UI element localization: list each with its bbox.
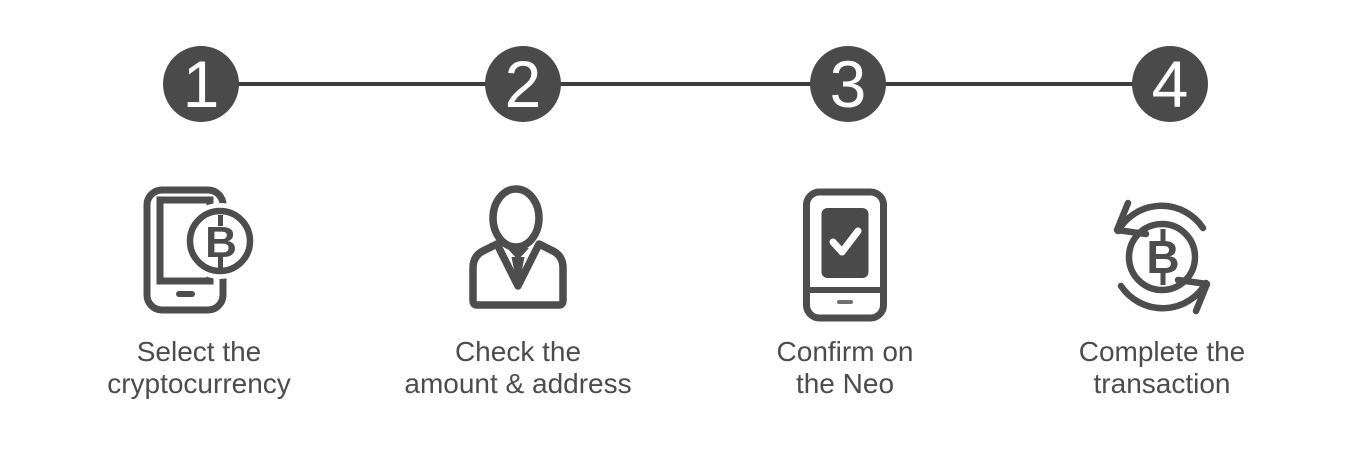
step-number-3: 3 — [829, 47, 867, 121]
checkmark-icon — [829, 227, 862, 256]
step-label-1-line2: cryptocurrency — [107, 368, 291, 399]
step-label-4-line2: transaction — [1093, 368, 1231, 399]
step-label-2-line1: Check the — [454, 336, 582, 367]
brand-mark — [837, 300, 853, 304]
step-circle-3: 3 — [810, 46, 886, 122]
step-label-1-line1: Select the — [136, 336, 262, 367]
device-checkmark-icon — [803, 188, 887, 322]
arrowhead-bottom-right — [1174, 276, 1211, 315]
bitcoin-refresh-icon: B — [1113, 199, 1211, 315]
step-label-4-line1: Complete the — [1078, 336, 1246, 367]
step-label-2: Check the amount & address — [368, 336, 668, 400]
step-number-4: 4 — [1151, 47, 1189, 121]
step-label-2-line2: amount & address — [404, 368, 632, 399]
connector-line — [201, 82, 1170, 86]
step-label-3-line1: Confirm on — [776, 336, 914, 367]
step-circle-1: 1 — [163, 46, 239, 122]
step-circle-4: 4 — [1132, 46, 1208, 122]
phone-bitcoin-icon: B — [143, 186, 258, 314]
step-label-1: Select the cryptocurrency — [49, 336, 349, 400]
businessman-icon — [469, 185, 567, 309]
step-label-3: Confirm on the Neo — [695, 336, 995, 400]
step-2: Check the amount & address — [368, 0, 668, 459]
step-label-4: Complete the transaction — [1012, 336, 1312, 400]
step-label-3-line2: the Neo — [795, 368, 895, 399]
step-circle-2: 2 — [485, 46, 561, 122]
step-4: B Complete the transaction — [1012, 0, 1312, 459]
step-number-2: 2 — [504, 47, 542, 121]
step-1: B Select the cryptocurrency — [49, 0, 349, 459]
arrowhead-top-left — [1113, 199, 1150, 238]
step-3: Confirm on the Neo — [695, 0, 995, 459]
step-number-1: 1 — [182, 47, 220, 121]
